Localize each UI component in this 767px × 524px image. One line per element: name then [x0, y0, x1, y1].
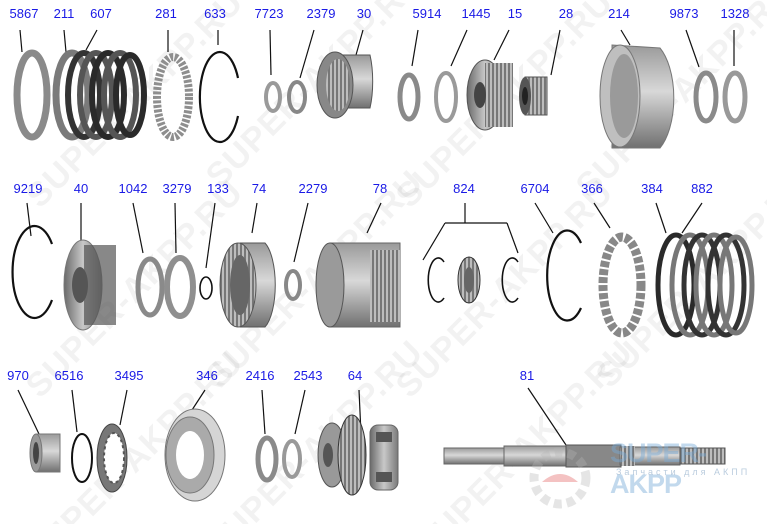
part-label-607[interactable]: 607: [90, 6, 112, 21]
part-label-970[interactable]: 970: [7, 368, 29, 383]
part-9219-snap-ring: [11, 224, 54, 320]
part-3495-spring-plate: [96, 423, 128, 493]
part-7723-washer: [264, 81, 282, 113]
part-label-2416[interactable]: 2416: [245, 368, 275, 383]
part-133-snap-ring: [199, 276, 213, 300]
part-label-882[interactable]: 882: [691, 181, 713, 196]
part-label-15[interactable]: 15: [507, 6, 523, 21]
part-label-6516[interactable]: 6516: [54, 368, 84, 383]
part-633-snap-ring: [198, 50, 240, 144]
part-label-211[interactable]: 211: [53, 6, 75, 21]
part-label-1042[interactable]: 1042: [118, 181, 148, 196]
part-78-clutch-hub: [315, 242, 401, 328]
part-5914-washer: [397, 72, 421, 122]
brand-tagline: Запчасти для АКПП: [616, 467, 751, 477]
part-label-7723[interactable]: 7723: [254, 6, 284, 21]
part-6704-snap-ring: [546, 229, 582, 322]
part-5867-steel-plate: [13, 49, 51, 141]
part-label-133[interactable]: 133: [207, 181, 229, 196]
part-15-planetary-carrier: [466, 59, 513, 131]
part-30-drum: [316, 51, 374, 119]
part-label-40[interactable]: 40: [73, 181, 89, 196]
part-label-3279[interactable]: 3279: [162, 181, 192, 196]
part-2279-washer: [284, 269, 302, 301]
part-label-74[interactable]: 74: [251, 181, 267, 196]
part-label-28[interactable]: 28: [558, 6, 574, 21]
part-81-output-shaft: [443, 444, 726, 468]
part-40-carrier: [63, 239, 116, 331]
part-label-2279[interactable]: 2279: [298, 181, 328, 196]
part-281-plate: [153, 53, 193, 141]
part-2416-washer: [255, 435, 279, 483]
part-6516-o-ring: [71, 433, 93, 483]
part-label-5914[interactable]: 5914: [412, 6, 442, 21]
part-2543-bearing: [282, 439, 302, 479]
part-1042-thrust-washer: [135, 256, 165, 318]
part-label-30[interactable]: 30: [356, 6, 372, 21]
part-label-78[interactable]: 78: [372, 181, 388, 196]
brand-logo-icon: [529, 447, 591, 509]
part-214-housing: [599, 44, 675, 149]
part-label-6704[interactable]: 6704: [520, 181, 550, 196]
part-label-1445[interactable]: 1445: [461, 6, 491, 21]
part-label-824[interactable]: 824: [453, 181, 475, 196]
part-label-2543[interactable]: 2543: [293, 368, 323, 383]
part-9873-washer: [693, 70, 719, 124]
part-label-281[interactable]: 281: [155, 6, 177, 21]
part-64-link: [369, 424, 399, 491]
part-label-3495[interactable]: 3495: [114, 368, 144, 383]
part-28-sun-gear: [519, 76, 548, 116]
part-label-9873[interactable]: 9873: [669, 6, 699, 21]
part-2379-bearing: [287, 80, 307, 114]
part-label-214[interactable]: 214: [608, 6, 630, 21]
part-label-81[interactable]: 81: [519, 368, 535, 383]
part-346-piston: [164, 408, 226, 502]
part-3279-bearing: [164, 255, 196, 319]
part-74-ring-gear: [219, 242, 276, 328]
brand-name: SUPER-AKPP: [610, 438, 707, 499]
part-824-sprag-assembly: [427, 256, 519, 304]
part-384-882-clutch-pack: [655, 232, 755, 338]
part-label-346[interactable]: 346: [196, 368, 218, 383]
part-366-plate: [598, 232, 646, 338]
part-label-384[interactable]: 384: [641, 181, 663, 196]
part-970-bushing: [29, 433, 61, 473]
part-label-9219[interactable]: 9219: [13, 181, 43, 196]
part-label-2379[interactable]: 2379: [306, 6, 336, 21]
part-label-1328[interactable]: 1328: [720, 6, 750, 21]
part-1445-thrust-bearing: [434, 71, 458, 123]
part-label-5867[interactable]: 5867: [9, 6, 39, 21]
part-label-633[interactable]: 633: [204, 6, 226, 21]
part-1328-bearing: [722, 70, 748, 124]
part-label-366[interactable]: 366: [581, 181, 603, 196]
part-211-607-clutch-pack: [52, 49, 147, 141]
part-64-drive-gear: [317, 414, 367, 496]
part-label-64[interactable]: 64: [347, 368, 363, 383]
